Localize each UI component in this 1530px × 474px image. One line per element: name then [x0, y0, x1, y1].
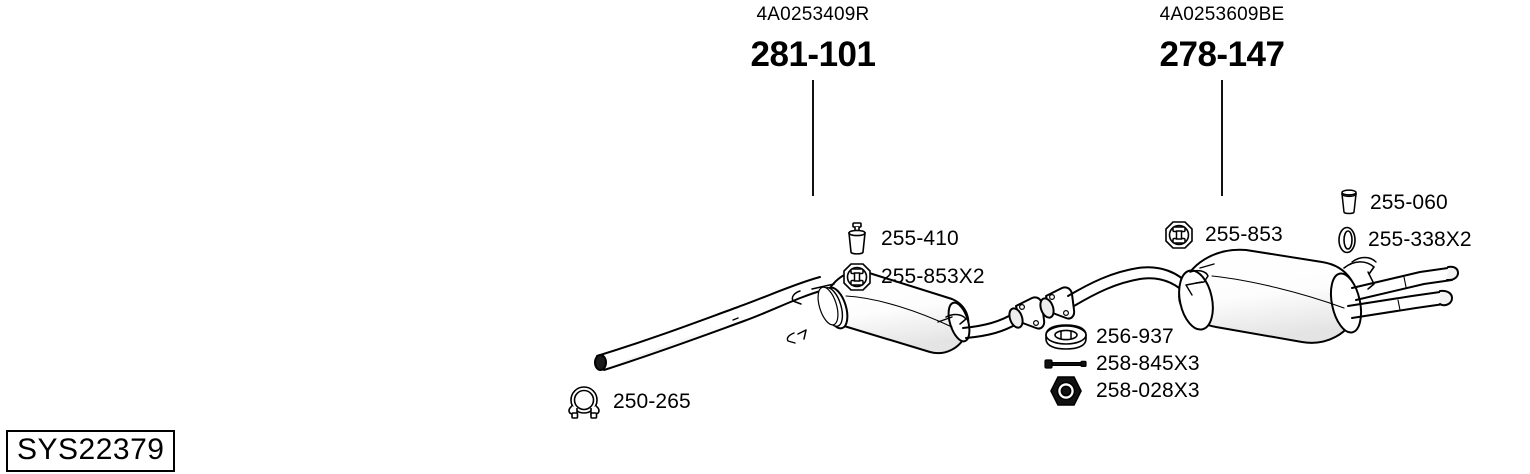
callout-256-937: 256-937 [1042, 323, 1174, 351]
u-clamp-icon [564, 383, 606, 421]
oval-ring-icon [1334, 224, 1360, 256]
callout-258-845x3: 258-845X3 [1042, 352, 1200, 376]
callout-255-060: 255-060 [1336, 188, 1448, 218]
callout-255-410: 255-410 [840, 220, 959, 258]
callout-label: 250-265 [613, 390, 691, 413]
callout-250-265: 250-265 [564, 383, 691, 421]
tail-pipes [1343, 256, 1459, 319]
callout-label: 255-338X2 [1368, 228, 1472, 251]
leader-line-right [1221, 80, 1223, 196]
octagon-hanger-icon [1162, 218, 1196, 252]
callout-255-853: 255-853 [1162, 218, 1283, 252]
assembly-header-left: 4A0253409R 281-101 [663, 4, 963, 75]
assembly-header-right: 4A0253609BE 278-147 [1072, 4, 1372, 75]
intermediate-pipe [962, 296, 1046, 339]
assembly-oem-code-left: 4A0253409R [756, 4, 870, 25]
callout-label: 256-937 [1096, 325, 1174, 348]
gasket-ring-icon [1042, 323, 1090, 351]
bushing-icon [1336, 188, 1362, 218]
callout-label: 255-410 [881, 227, 959, 250]
callout-label: 255-060 [1370, 191, 1448, 214]
system-id-label: SYS22379 [17, 433, 165, 466]
leader-line-left [812, 80, 814, 196]
system-id-plate: SYS22379 [6, 430, 176, 472]
callout-label: 258-845X3 [1096, 352, 1200, 375]
callout-258-028x3: 258-028X3 [1042, 375, 1200, 407]
assembly-oem-code-right: 4A0253609BE [1159, 4, 1285, 25]
callout-label: 255-853X2 [881, 265, 985, 288]
hex-nut-icon [1042, 375, 1090, 407]
front-pipe [594, 276, 825, 371]
assembly-part-number-left: 281-101 [750, 35, 876, 74]
callout-label: 255-853 [1205, 223, 1283, 246]
rear-inlet-pipe [1039, 266, 1191, 320]
callout-255-853x2: 255-853X2 [840, 260, 985, 294]
bolt-icon [1042, 353, 1090, 375]
rubber-mount-icon [840, 220, 874, 258]
rear-silencer [1178, 248, 1363, 344]
callout-label: 258-028X3 [1096, 379, 1200, 402]
octagon-hanger-icon [840, 260, 874, 294]
assembly-part-number-right: 278-147 [1159, 35, 1285, 74]
callout-255-338x2: 255-338X2 [1334, 224, 1472, 256]
